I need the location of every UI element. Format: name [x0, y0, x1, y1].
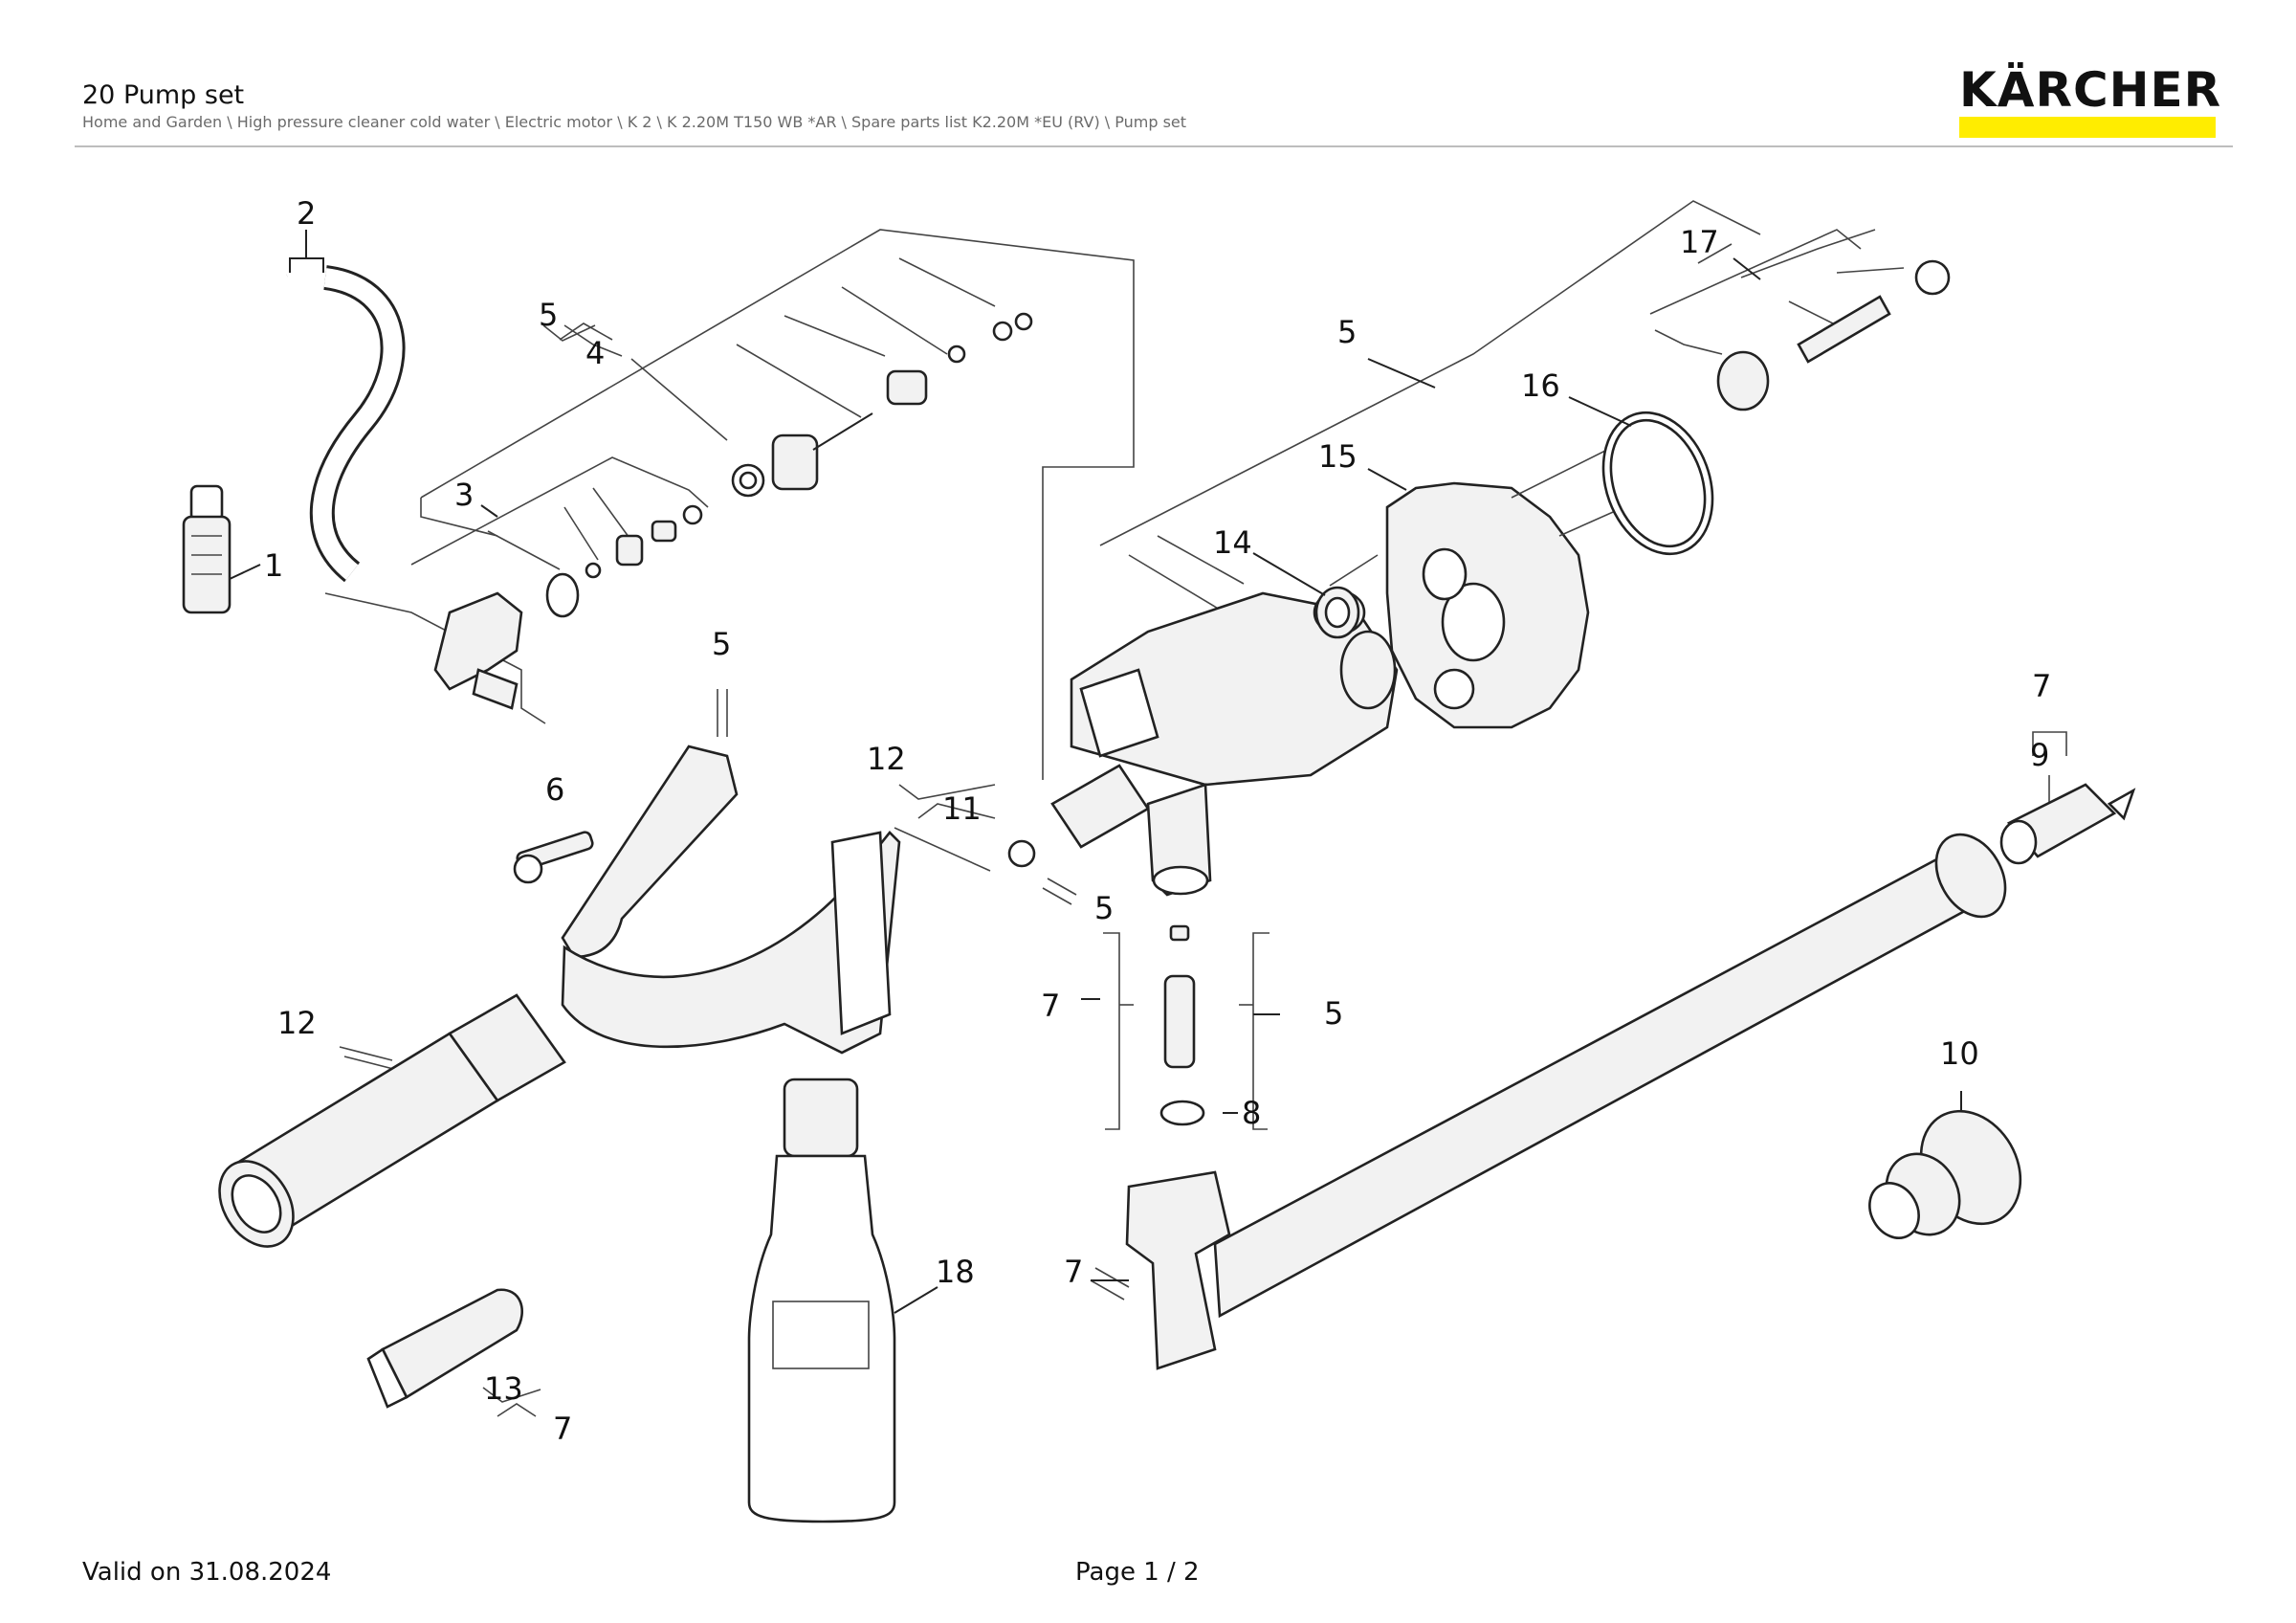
valve-subgroup: [410, 456, 709, 710]
page-number: Page 1 / 2: [1075, 1558, 1200, 1587]
part-right-tube: [1090, 833, 2007, 1370]
callout-label: 11: [942, 790, 982, 827]
callout-label: 4: [585, 335, 605, 371]
callout-label: 6: [545, 771, 564, 808]
callout-label: 7: [2032, 668, 2051, 704]
callout-label: 13: [484, 1370, 523, 1407]
part-oil-bottle: [747, 1078, 938, 1523]
valid-date: Valid on 31.08.2024: [82, 1558, 332, 1587]
callout-label: 14: [1213, 524, 1252, 561]
callout-label: 5: [1337, 314, 1357, 350]
valve-assembly-group: [324, 229, 1135, 780]
callout-label: 7: [1041, 988, 1060, 1024]
callout-label: 5: [539, 297, 558, 333]
callout-label: 5: [1094, 890, 1114, 926]
callout-label: 10: [1940, 1035, 1979, 1072]
logo-wordmark: KÄRCHER: [1959, 62, 2222, 118]
callout-label: 15: [1318, 438, 1358, 475]
karcher-logo: KÄRCHER: [1959, 62, 2222, 138]
logo-yellow-bar: [1959, 117, 2216, 138]
breadcrumb[interactable]: Home and Garden \ High pressure cleaner …: [82, 113, 1187, 131]
page-title: 20 Pump set: [82, 80, 245, 110]
callout-label: 16: [1521, 367, 1560, 404]
part-grease-tube: [366, 1288, 541, 1417]
part-left-tube: [218, 993, 566, 1248]
callout-label: 17: [1680, 224, 1719, 260]
callout-label: 5: [1324, 995, 1343, 1032]
callout-label: 9: [2030, 737, 2049, 773]
callout-label: 5: [712, 626, 731, 662]
part-pump-housing: [1367, 439, 1646, 729]
part-fitting-group: [894, 764, 1150, 905]
callout-label: 12: [867, 741, 906, 777]
callout-label: 7: [553, 1411, 572, 1447]
leader-lines: [480, 257, 1761, 1281]
part-nozzle-9: [1999, 731, 2136, 865]
part-hose: [182, 230, 406, 583]
callout-label: 7: [1064, 1254, 1083, 1290]
callout-label: 3: [454, 477, 474, 513]
header-divider: [75, 145, 2233, 147]
callout-label: 8: [1242, 1095, 1261, 1131]
callout-label: 2: [297, 195, 316, 232]
part-coupling-10: [1868, 1091, 2022, 1239]
callout-label: 18: [936, 1254, 975, 1290]
part-filter: [182, 484, 261, 614]
part-bracket: [513, 689, 901, 1055]
callout-label: 1: [264, 547, 283, 584]
callout-labels: 2 5 4 3 1 5 6 12 11 5 7 5 8 12 13 7 18 7…: [264, 195, 2051, 1447]
part-o-ring-16: [1568, 396, 1714, 556]
part-spring-group-17: [1649, 229, 1951, 411]
part-seal-14: [1252, 552, 1360, 639]
callout-label: 12: [277, 1005, 317, 1041]
